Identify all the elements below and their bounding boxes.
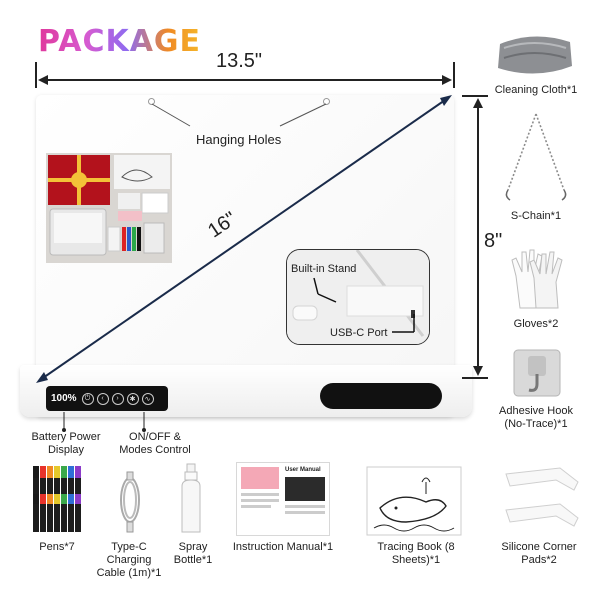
instruction-manual-image: User Manual [236,462,330,536]
bottom-item-label-4: Tracing Book (8 Sheets)*1 [377,541,455,566]
manual-text-line [241,499,279,502]
hanging-hole-right [323,98,330,105]
pen-cap [40,466,46,478]
cleaning-cloth-image [498,36,572,74]
s-chain-image [505,113,567,201]
pen-cap [33,466,39,478]
manual-text-line [285,505,325,508]
height-dimension-line [462,95,488,379]
battery-power-label: Battery Power Display [31,431,101,456]
hanging-holes-label: Hanging Holes [196,132,282,147]
manual-cover-photo [241,467,279,489]
pen-band [33,494,39,504]
pen-cap [61,466,67,478]
manual-text-line [241,505,271,508]
bottom-item-label-2: Spray Bottle*1 [173,541,213,566]
chevron-right-icon[interactable]: › [111,392,124,405]
side-item-label-0: Cleaning Cloth*1 [494,84,578,96]
width-dimension-line [35,62,455,88]
brightness-icon[interactable]: ✱ [126,392,139,405]
side-item-label-2: Gloves*2 [513,318,559,330]
board-black-pill [320,383,442,409]
pen-band [47,494,53,504]
pen-band [75,494,81,504]
pens-image [33,466,81,532]
pen-cap [68,466,74,478]
tracing-book-image [366,466,462,536]
bottom-item-label-1: Type-C Charging Cable (1m)*1 [96,541,162,579]
type-c-cable-image [120,471,140,533]
hanging-holes-pointer [151,103,327,127]
manual-product-photo [285,477,325,501]
power-icon[interactable]: ⏻ [81,392,94,405]
stand-detail-inset [286,249,430,345]
built-in-stand-pointer [313,277,337,303]
chevron-left-icon[interactable]: ‹ [96,392,109,405]
pen-band [54,494,60,504]
diagonal-dimension-line [36,95,452,383]
gloves-image [511,249,563,309]
manual-text-line [241,493,279,496]
pen-band [40,494,46,504]
pen-cap [75,466,81,478]
side-item-label-1: S-Chain*1 [510,210,562,222]
on-off-modes-label: ON/OFF & Modes Control [119,431,191,456]
adhesive-hook-image [513,349,561,397]
mode-wave-icon[interactable]: ∿ [141,392,154,405]
pen-cap [47,466,53,478]
control-panel: 100% ⏻ ‹ › ✱ ∿ [46,386,168,411]
page-title: PACKAGE [38,24,202,59]
side-item-label-3: Adhesive Hook (No-Trace)*1 [499,405,573,430]
hanging-hole-left [148,98,155,105]
usb-c-port-label: USB-C Port [330,327,388,339]
height-label: 8" [484,230,503,252]
pen-band [61,494,67,504]
battery-readout: 100% [51,393,77,404]
pen-band [68,494,74,504]
manual-heading: User Manual [285,467,321,473]
bottom-item-label-0: Pens*7 [39,541,75,553]
package-contents-photo [46,153,172,263]
bottom-item-label-5: Silicone Corner Pads*2 [501,541,577,566]
pen-cap [54,466,60,478]
control-pointers [62,412,146,432]
silicone-corner-pads-image [505,467,579,527]
bottom-item-label-3: Instruction Manual*1 [232,541,334,553]
spray-bottle-image [181,463,201,533]
manual-text-line [285,511,325,514]
usb-c-port-pointer [392,314,415,333]
width-label: 13.5" [216,50,263,72]
built-in-stand-label: Built-in Stand [291,263,357,275]
